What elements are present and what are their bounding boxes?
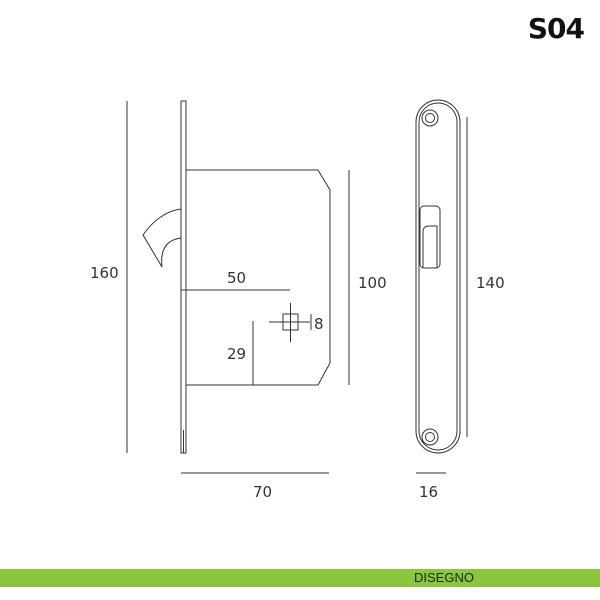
dim-140: 140: [476, 274, 505, 292]
hook-latch: [142, 208, 182, 268]
latch-hook-front: [422, 225, 438, 268]
dim-8: 8: [314, 315, 324, 333]
dim-16: 16: [419, 483, 438, 501]
faceplate-front-view: [415, 99, 461, 454]
footer-bar: DISEGNO: [0, 569, 600, 587]
screw-hole-bottom: [421, 428, 439, 446]
dim-29: 29: [227, 345, 246, 363]
dimension-lines: [126, 101, 468, 474]
dim-50: 50: [227, 269, 246, 287]
dim-70: 70: [253, 483, 272, 501]
footer-label: DISEGNO: [414, 570, 474, 585]
lock-side-view: [142, 100, 331, 454]
faceplate-outline: [415, 99, 461, 454]
dim-160: 160: [90, 264, 119, 282]
screw-hole-top: [421, 109, 439, 127]
forend-plate: [180, 100, 187, 454]
lock-body: [186, 169, 331, 386]
faceplate-inner: [418, 102, 458, 451]
model-code: S04: [527, 12, 585, 45]
dim-100: 100: [358, 274, 387, 292]
latch-slot: [419, 205, 441, 269]
